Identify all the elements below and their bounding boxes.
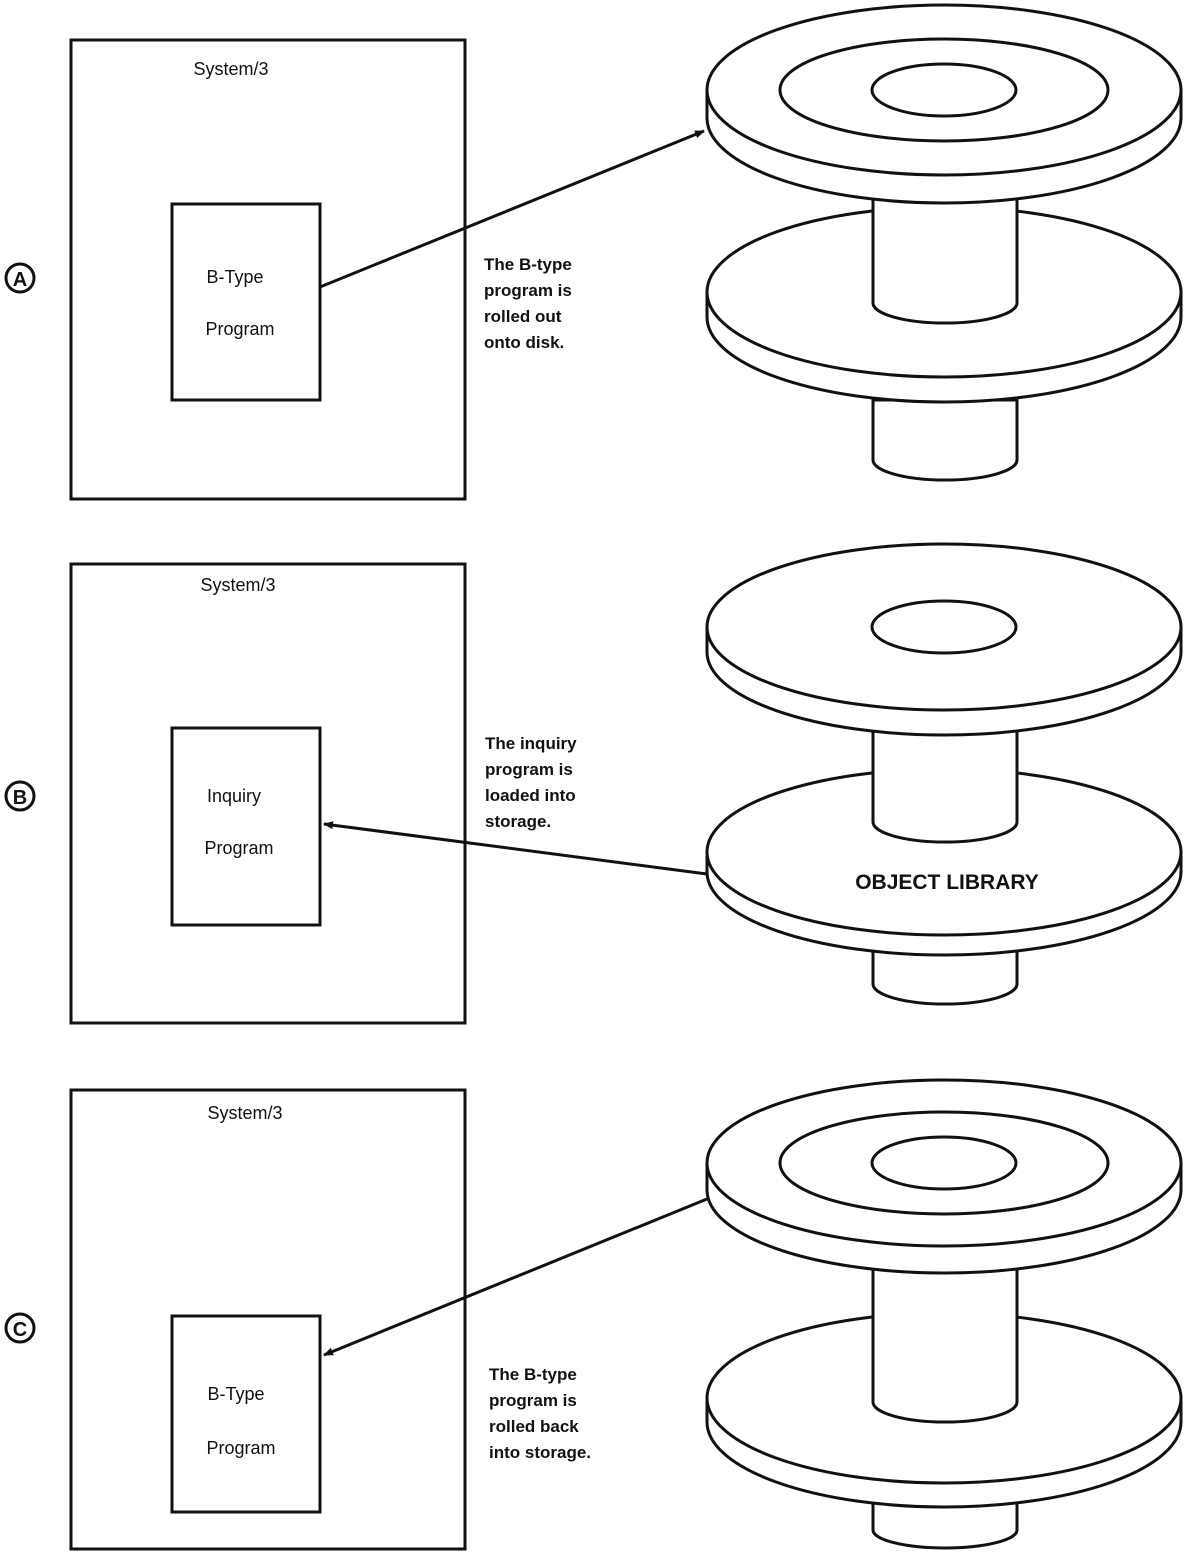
program-box xyxy=(170,202,322,402)
panel-marker-c: C xyxy=(4,1312,36,1344)
caption-line: The B-type xyxy=(484,255,572,274)
system3-box xyxy=(69,562,467,1025)
disk-hub-middle xyxy=(871,188,1019,325)
caption-line: program is xyxy=(489,1391,577,1410)
caption: The inquiry program is loaded into stora… xyxy=(485,734,581,831)
system3-box xyxy=(69,38,467,501)
program-label-line1: B-Type xyxy=(207,1384,264,1404)
caption-line: rolled out xyxy=(484,307,562,326)
panel-a: A System/3 B-Type Program The B-type pro… xyxy=(4,3,1183,501)
program-box xyxy=(170,1314,322,1514)
rollback-arrow xyxy=(323,1197,708,1357)
caption-line: program is xyxy=(485,760,573,779)
disk-stack xyxy=(705,3,1183,482)
program-label-line2: Program xyxy=(204,838,273,858)
program-label-line2: Program xyxy=(206,1438,275,1458)
panel-marker-b: B xyxy=(4,780,36,812)
object-library-label: OBJECT LIBRARY xyxy=(855,871,1039,894)
program-label-line1: B-Type xyxy=(206,267,263,287)
disk-platter-lower xyxy=(705,767,1183,957)
caption-line: into storage. xyxy=(489,1443,591,1462)
caption-line: The B-type xyxy=(489,1365,577,1384)
caption-line: The inquiry xyxy=(485,734,577,753)
disk-platter-upper xyxy=(705,3,1183,205)
disk-hub-lower xyxy=(871,398,1019,482)
caption: The B-type program is rolled out onto di… xyxy=(484,255,577,352)
caption: The B-type program is rolled back into s… xyxy=(489,1365,591,1462)
caption-line: onto disk. xyxy=(484,333,564,352)
program-label-line2: Program xyxy=(205,319,274,339)
panel-marker-a: A xyxy=(4,262,36,294)
system3-label: System/3 xyxy=(207,1103,282,1123)
system3-box xyxy=(69,1088,467,1551)
caption-line: program is xyxy=(484,281,572,300)
rollout-arrow xyxy=(319,129,705,289)
panel-c: C System/3 B-Type Program The B-type pro… xyxy=(4,1078,1183,1551)
disk-platter-upper xyxy=(705,1078,1183,1275)
program-label-line1: Inquiry xyxy=(207,786,261,806)
panel-marker-label: B xyxy=(13,787,27,809)
disk-stack: OBJECT LIBRARY xyxy=(705,542,1183,1006)
system3-label: System/3 xyxy=(193,59,268,79)
system3-label: System/3 xyxy=(200,575,275,595)
caption-line: rolled back xyxy=(489,1417,579,1436)
program-box xyxy=(170,726,322,927)
panel-marker-label: A xyxy=(13,269,27,291)
disk-stack xyxy=(705,1078,1183,1550)
disk-hub-middle xyxy=(871,1228,1019,1424)
panel-b: B System/3 Inquiry Program The inquiry p… xyxy=(4,542,1183,1025)
panel-marker-label: C xyxy=(13,1319,27,1341)
caption-line: storage. xyxy=(485,812,551,831)
caption-line: loaded into xyxy=(485,786,576,805)
load-arrow xyxy=(323,821,708,876)
disk-platter-upper xyxy=(705,542,1183,737)
